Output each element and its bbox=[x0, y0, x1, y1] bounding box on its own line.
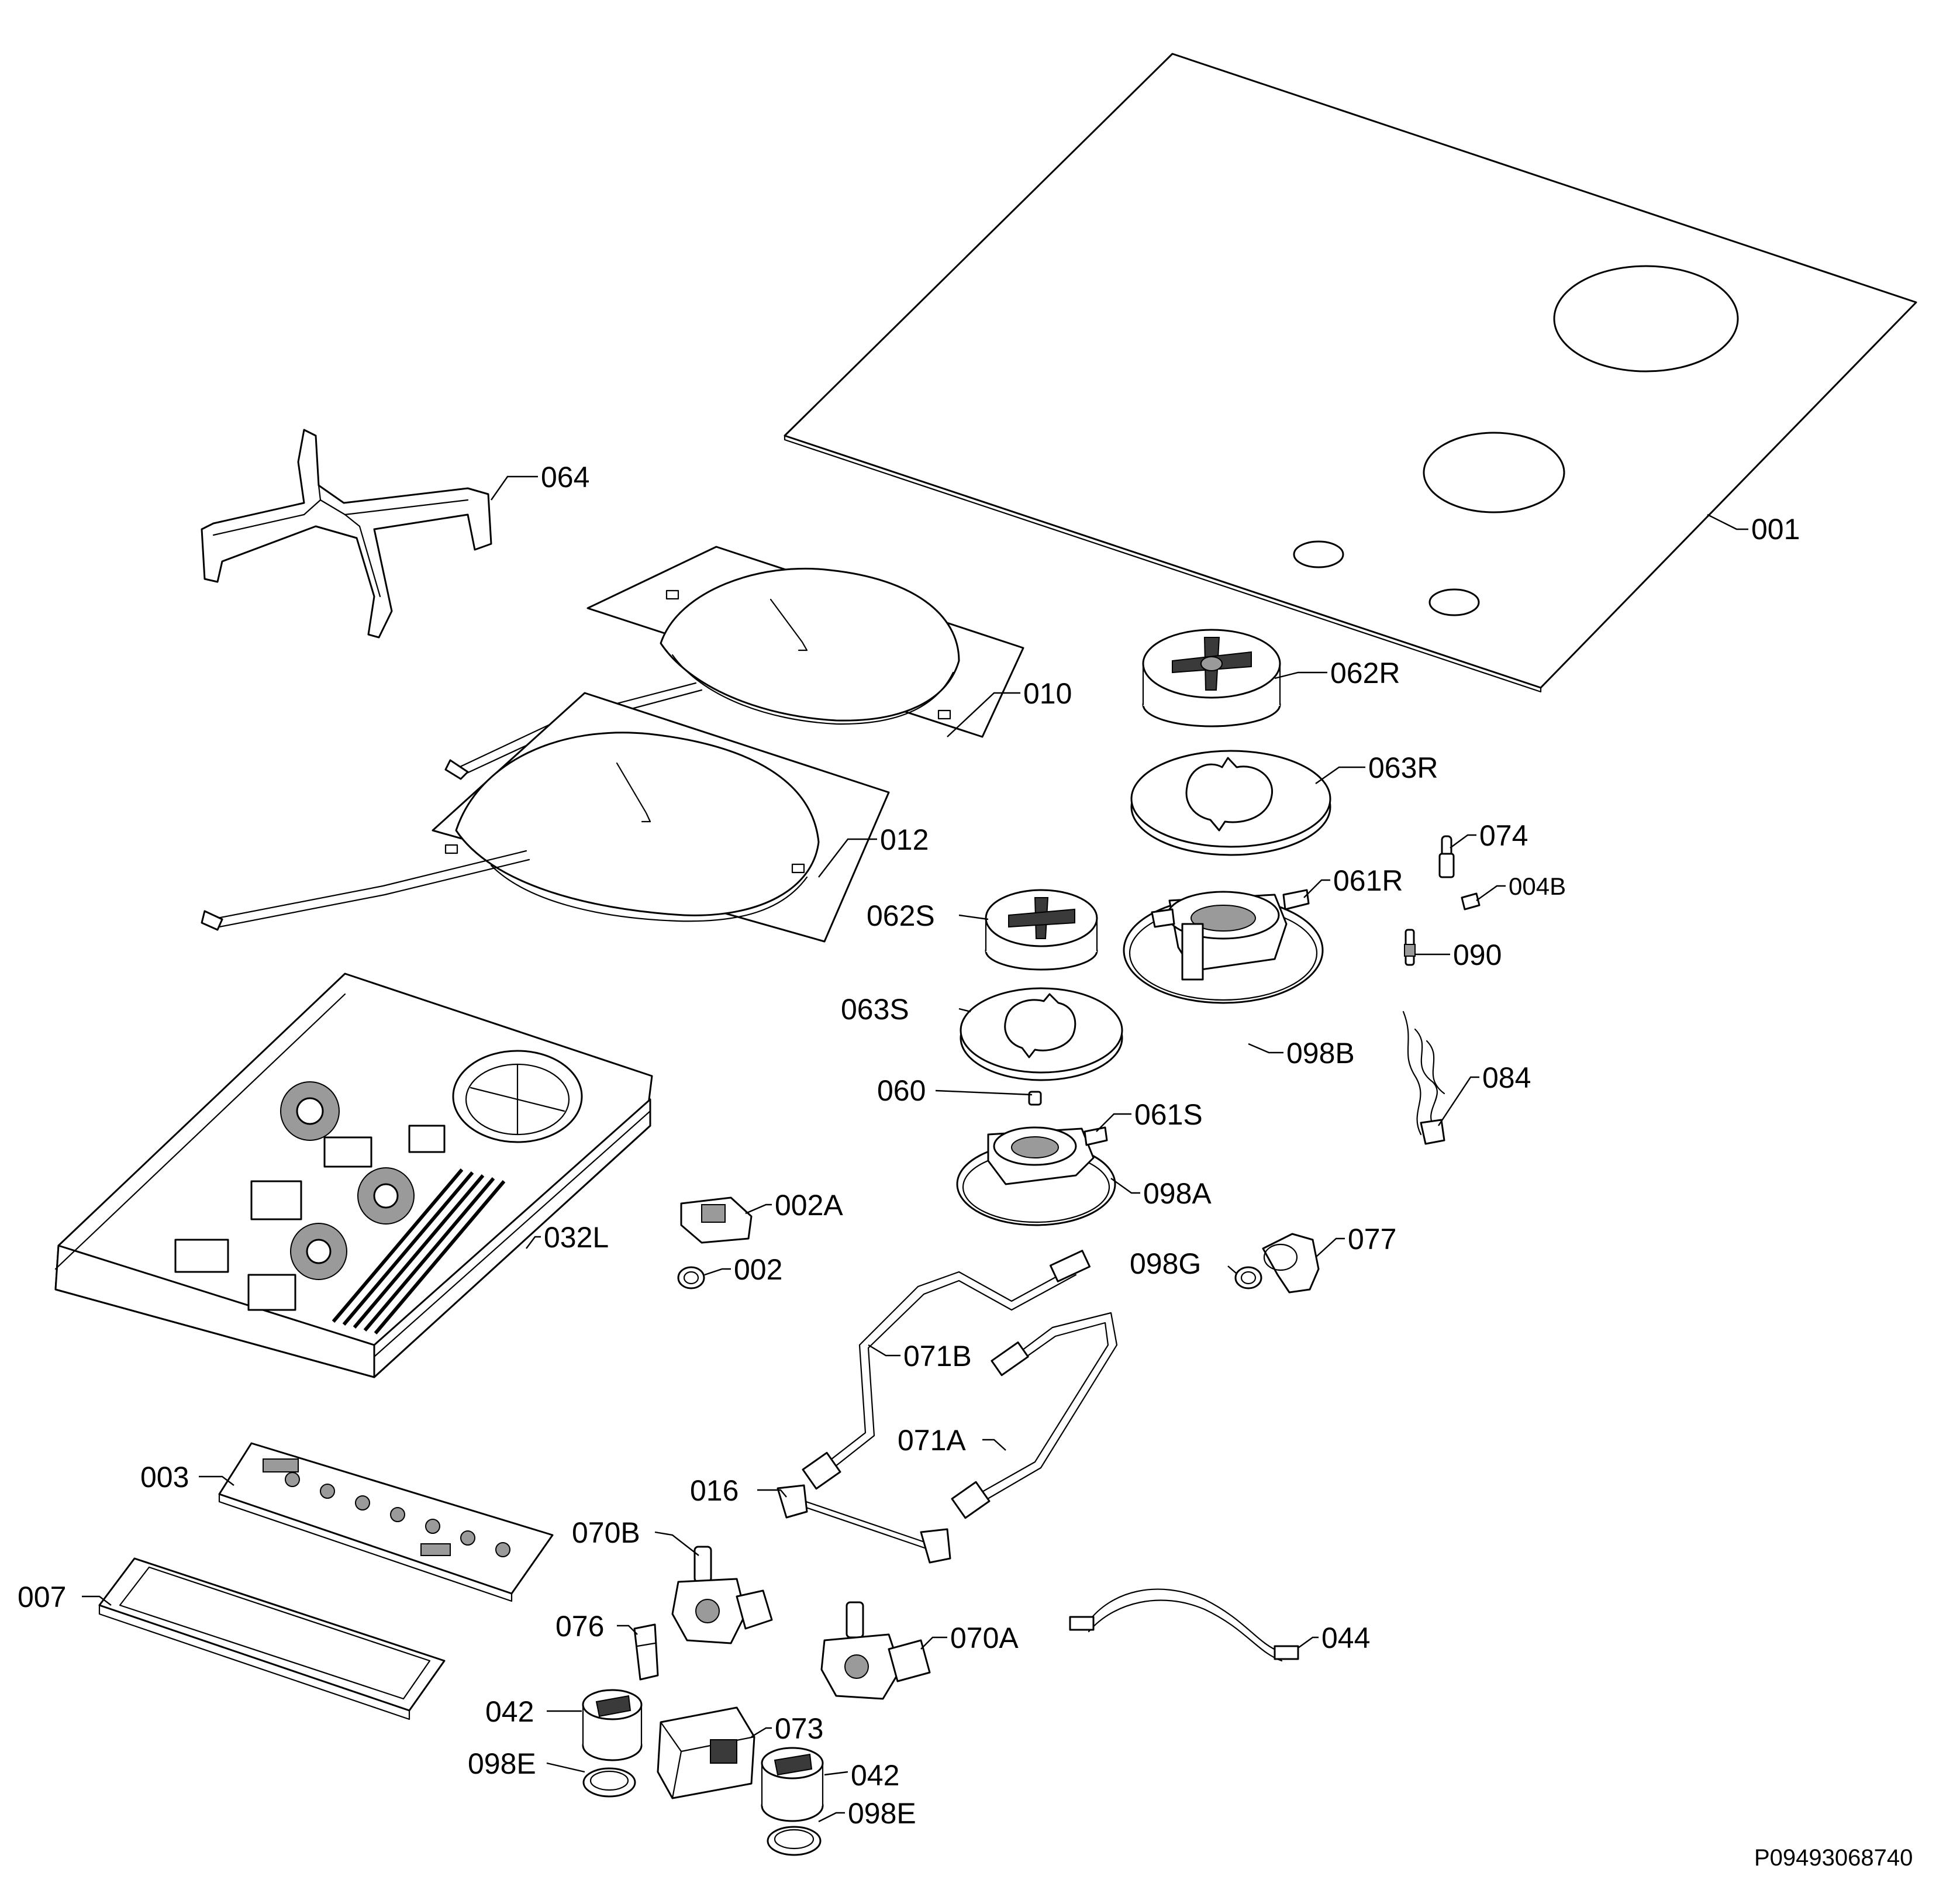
callout-061S: 061S bbox=[1134, 1098, 1203, 1131]
part-073-ignition-module bbox=[657, 1706, 755, 1799]
part-061R-burner-base-rapid bbox=[1123, 889, 1324, 1004]
part-004B-clip bbox=[1461, 892, 1481, 911]
callout-003: 003 bbox=[140, 1461, 189, 1494]
callout-098B: 098B bbox=[1286, 1037, 1355, 1070]
part-063S-burner-crown-semirapid bbox=[960, 987, 1123, 1081]
part-002-ring bbox=[677, 1266, 705, 1289]
pcb-components bbox=[263, 1458, 510, 1557]
heat-sink-fins bbox=[332, 1168, 506, 1334]
part-071A-gas-pipe bbox=[951, 1312, 1118, 1519]
callout-077: 077 bbox=[1348, 1223, 1396, 1256]
part-064-pan-support bbox=[201, 429, 492, 639]
callout-063R: 063R bbox=[1368, 751, 1438, 784]
part-098E-ring-right bbox=[767, 1826, 822, 1856]
callout-074: 074 bbox=[1479, 819, 1528, 852]
part-060-injector bbox=[1028, 1091, 1042, 1106]
document-number: P09493068740 bbox=[1754, 1845, 1913, 1871]
callout-071B: 071B bbox=[903, 1340, 972, 1372]
callout-044: 044 bbox=[1321, 1622, 1370, 1654]
part-074-thermocouple bbox=[1438, 835, 1455, 878]
part-098E-ring-left bbox=[582, 1767, 636, 1798]
callout-001: 001 bbox=[1751, 513, 1800, 546]
callout-062R: 062R bbox=[1330, 657, 1400, 689]
callout-042-right: 042 bbox=[851, 1759, 899, 1792]
part-007-frame bbox=[98, 1557, 446, 1720]
part-010-induction-coil-upper bbox=[444, 546, 1024, 780]
callout-016: 016 bbox=[690, 1474, 739, 1507]
callout-098G: 098G bbox=[1130, 1247, 1201, 1280]
callout-063S: 063S bbox=[841, 993, 909, 1026]
part-016-bracket bbox=[777, 1484, 951, 1564]
part-002A-component bbox=[680, 1196, 753, 1244]
callout-labels: 001 064 010 012 062R 063R 074 004B 061R … bbox=[18, 461, 1800, 1830]
part-070B-gas-valve bbox=[671, 1546, 773, 1644]
part-063R-burner-crown-rapid bbox=[1130, 750, 1331, 856]
callout-032L: 032L bbox=[544, 1221, 609, 1254]
callout-098E-right: 098E bbox=[848, 1797, 916, 1830]
callout-071A: 071A bbox=[898, 1424, 966, 1457]
callout-010: 010 bbox=[1023, 677, 1072, 710]
callout-007: 007 bbox=[18, 1581, 66, 1613]
callout-076: 076 bbox=[555, 1610, 604, 1643]
part-071B-gas-pipe bbox=[802, 1250, 1091, 1490]
part-042-knob-right bbox=[761, 1747, 824, 1822]
part-076-bracket bbox=[633, 1623, 659, 1681]
part-084-ignition-cable bbox=[1402, 1011, 1445, 1145]
part-070A-gas-valve bbox=[820, 1601, 931, 1700]
callout-090: 090 bbox=[1453, 939, 1502, 971]
part-090-ignition-plug bbox=[1404, 929, 1416, 966]
callout-084: 084 bbox=[1482, 1061, 1531, 1094]
callout-064: 064 bbox=[541, 461, 589, 494]
callout-073: 073 bbox=[775, 1712, 823, 1745]
callout-002A: 002A bbox=[775, 1189, 843, 1222]
part-062S-burner-cap-semirapid bbox=[985, 889, 1098, 971]
part-003-control-board bbox=[218, 1442, 554, 1602]
part-061S-burner-base-semirapid bbox=[956, 1126, 1116, 1226]
callout-004B: 004B bbox=[1509, 872, 1566, 900]
callout-098A: 098A bbox=[1143, 1177, 1212, 1210]
callout-070A: 070A bbox=[950, 1622, 1019, 1654]
callout-012: 012 bbox=[880, 823, 929, 856]
part-001-glass-top bbox=[784, 53, 1917, 693]
part-032L-electronics-box bbox=[54, 972, 653, 1378]
part-098G-seal bbox=[1234, 1266, 1262, 1289]
part-044-wiring-harness bbox=[1069, 1588, 1299, 1662]
part-012-induction-coil-lower bbox=[201, 692, 890, 943]
callout-060: 060 bbox=[877, 1074, 926, 1107]
callout-061R: 061R bbox=[1333, 864, 1403, 897]
leader-lines bbox=[82, 475, 1748, 1823]
callout-062S: 062S bbox=[867, 899, 935, 932]
part-062R-burner-cap-rapid bbox=[1142, 629, 1281, 727]
callout-070B: 070B bbox=[572, 1516, 640, 1549]
callout-098E-left: 098E bbox=[468, 1747, 536, 1780]
part-077-elbow bbox=[1262, 1233, 1320, 1294]
part-042-knob-left bbox=[582, 1689, 643, 1761]
callout-002: 002 bbox=[734, 1253, 782, 1286]
callout-042-left: 042 bbox=[485, 1695, 534, 1728]
